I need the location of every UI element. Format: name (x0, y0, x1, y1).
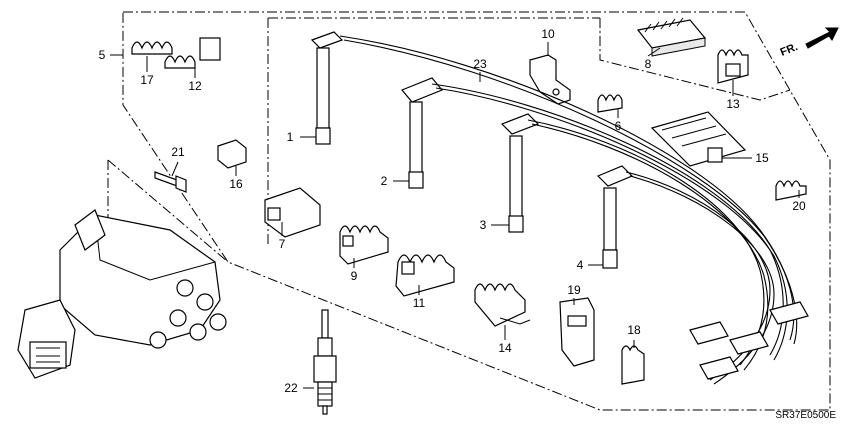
leader-lines (110, 42, 800, 389)
part-label-11: 11 (413, 296, 426, 310)
part-label-18: 18 (627, 323, 641, 337)
part-label-13: 13 (726, 97, 740, 111)
part-label-5: 5 (99, 48, 106, 62)
part-label-9: 9 (351, 269, 358, 283)
diagram-code: SR37E0500E (775, 410, 836, 421)
part-label-12: 12 (188, 79, 202, 93)
part-label-23: 23 (473, 57, 487, 71)
wire-clip-16 (217, 139, 247, 169)
part-label-1: 1 (287, 130, 294, 144)
wire-clip-10 (529, 54, 571, 105)
part-label-21: 21 (171, 145, 185, 159)
wire-clip-19 (559, 297, 595, 367)
part-label-4: 4 (577, 258, 584, 272)
wire-holder-13 (717, 49, 749, 84)
part-label-22: 22 (284, 381, 298, 395)
spark-plug-wires (310, 31, 809, 385)
bolt-21 (154, 171, 187, 193)
wire-holder-15 (650, 111, 747, 167)
front-arrow-icon (805, 27, 839, 49)
part-label-16: 16 (229, 177, 243, 191)
front-direction-label: FR. (779, 41, 800, 59)
part-label-2: 2 (381, 174, 388, 188)
wire-holder-12 (164, 37, 221, 69)
wire-clip-6 (597, 94, 623, 113)
part-label-3: 3 (480, 218, 487, 232)
part-label-20: 20 (792, 199, 806, 213)
wire-holder-9 (339, 225, 389, 265)
spark-plug-22 (313, 309, 337, 415)
wire-clip-18 (621, 345, 645, 385)
wire-holder-11 (395, 254, 455, 297)
ignition-wire-holder-8 (636, 17, 707, 57)
part-label-6: 6 (615, 119, 622, 133)
part-label-15: 15 (755, 151, 769, 165)
distributor (17, 209, 227, 379)
wire-clip-20 (775, 180, 807, 201)
part-labels: 1 2 3 4 5 6 7 8 9 10 11 12 13 14 15 16 1… (99, 27, 806, 395)
part-label-7: 7 (279, 237, 286, 251)
part-label-8: 8 (645, 57, 652, 71)
wire-holder-17 (131, 41, 173, 55)
part-label-19: 19 (567, 283, 581, 297)
part-label-10: 10 (541, 27, 555, 41)
wire-holder-7 (264, 187, 321, 238)
wire-holder-14 (474, 283, 531, 327)
part-label-14: 14 (498, 341, 512, 355)
part-label-17: 17 (140, 73, 154, 87)
